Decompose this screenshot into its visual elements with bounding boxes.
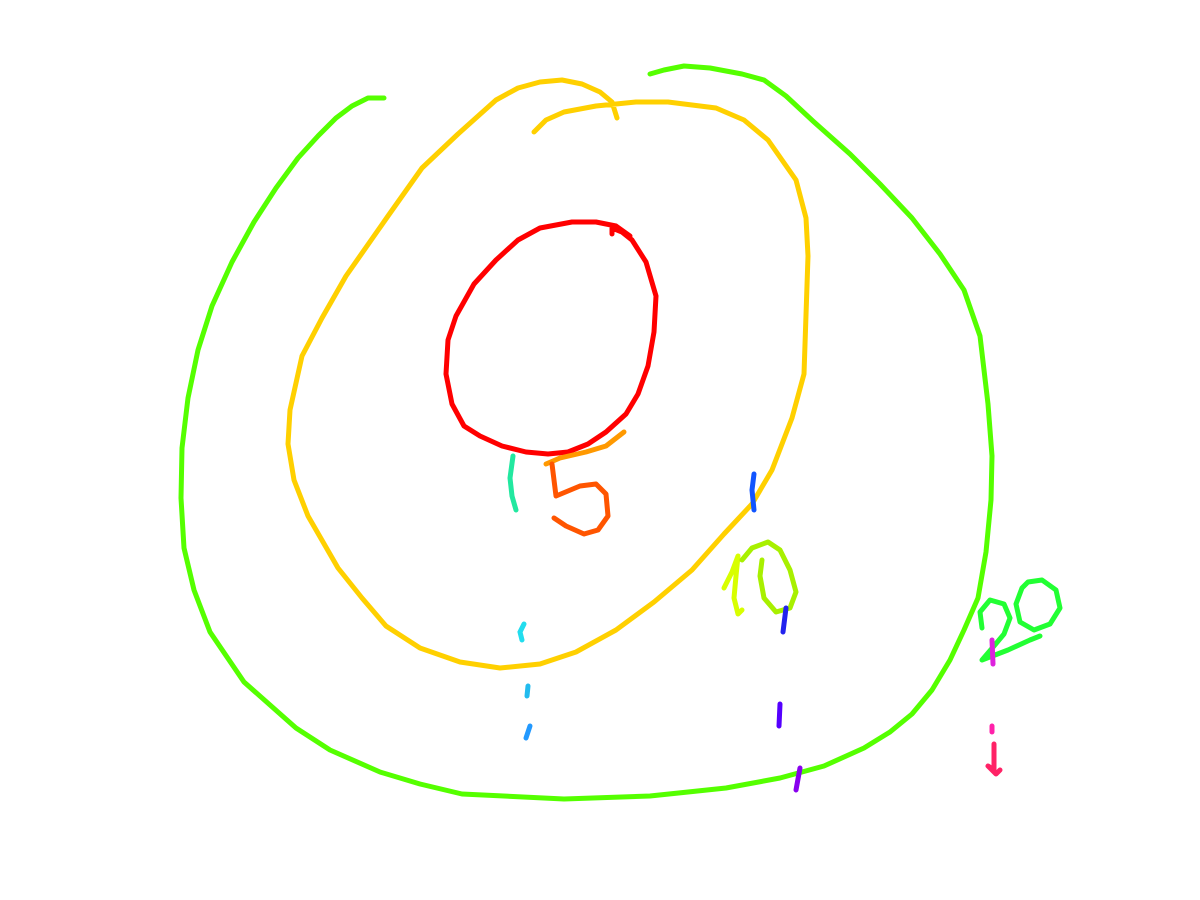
label-20-zero [1013, 577, 1063, 633]
dash-mark [989, 637, 996, 667]
dash-mark [523, 723, 533, 741]
dash-mark [793, 765, 803, 793]
dash-mark [524, 683, 531, 699]
inner-ring [443, 219, 659, 457]
label-10-zero [739, 539, 799, 615]
label-10-one [721, 553, 745, 617]
dash-mark [780, 605, 789, 635]
middle-ring [285, 77, 811, 671]
label-5-glyph [549, 461, 611, 537]
dash-mark [776, 701, 783, 729]
label-5-top [543, 429, 627, 467]
outer-ring [178, 63, 995, 802]
tick-mark [507, 453, 519, 513]
dash-mark [517, 621, 527, 643]
dash-mark [985, 741, 1003, 777]
label-20-two [977, 597, 1043, 663]
dash-mark [749, 471, 757, 513]
